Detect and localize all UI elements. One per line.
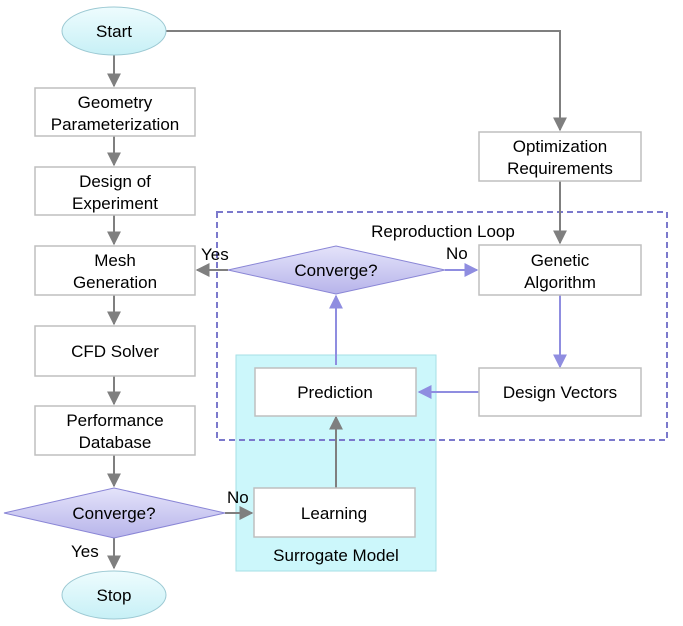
cfd-label: CFD Solver [71, 342, 159, 361]
loop-converge-decision: Converge? [227, 245, 446, 295]
loop-no-label: No [446, 244, 468, 263]
reproduction-loop-label: Reproduction Loop [371, 222, 515, 241]
geometry-label-line1: Geometry [78, 93, 153, 112]
perf-label-line2: Database [79, 433, 152, 452]
opt-label-line2: Requirements [507, 159, 613, 178]
prediction-box: Prediction [254, 367, 417, 417]
reproduction-loop-group [216, 211, 668, 441]
mesh-label-line2: Generation [73, 273, 157, 292]
design-of-experiment-box: Design of Experiment [34, 166, 196, 216]
start-node: Start [61, 6, 167, 56]
mesh-label-line1: Mesh [94, 251, 136, 270]
ga-label-line2: Algorithm [524, 273, 596, 292]
start-label: Start [96, 22, 132, 41]
main-converge-label: Converge? [72, 504, 155, 523]
stop-label: Stop [97, 586, 132, 605]
cfd-solver-box: CFD Solver [34, 325, 196, 377]
doe-label-line2: Experiment [72, 194, 158, 213]
prediction-label: Prediction [297, 383, 373, 402]
doe-label-line1: Design of [79, 172, 151, 191]
loop-yes-label: Yes [201, 245, 229, 264]
performance-database-box: Performance Database [34, 405, 196, 456]
loop-arrows [329, 263, 567, 399]
main-no-label: No [227, 488, 249, 507]
geometry-parameterization-box: Geometry Parameterization [34, 87, 196, 137]
optimization-requirements-box: Optimization Requirements [478, 131, 642, 182]
opt-label-line1: Optimization [513, 137, 607, 156]
stop-node: Stop [61, 570, 167, 620]
genetic-algorithm-box: Genetic Algorithm [478, 244, 642, 296]
ga-label-line1: Genetic [531, 251, 590, 270]
loop-converge-label: Converge? [294, 261, 377, 280]
design-vectors-box: Design Vectors [478, 367, 642, 417]
geometry-label-line2: Parameterization [51, 115, 180, 134]
main-converge-decision: Converge? [3, 487, 226, 539]
design-vectors-label: Design Vectors [503, 383, 617, 402]
perf-label-line1: Performance [66, 411, 163, 430]
mesh-generation-box: Mesh Generation [34, 245, 196, 296]
surrogate-model-label: Surrogate Model [273, 546, 399, 565]
main-flow-arrows [107, 30, 567, 570]
learning-box: Learning [253, 487, 416, 538]
main-yes-label: Yes [71, 542, 99, 561]
learning-label: Learning [301, 504, 367, 523]
